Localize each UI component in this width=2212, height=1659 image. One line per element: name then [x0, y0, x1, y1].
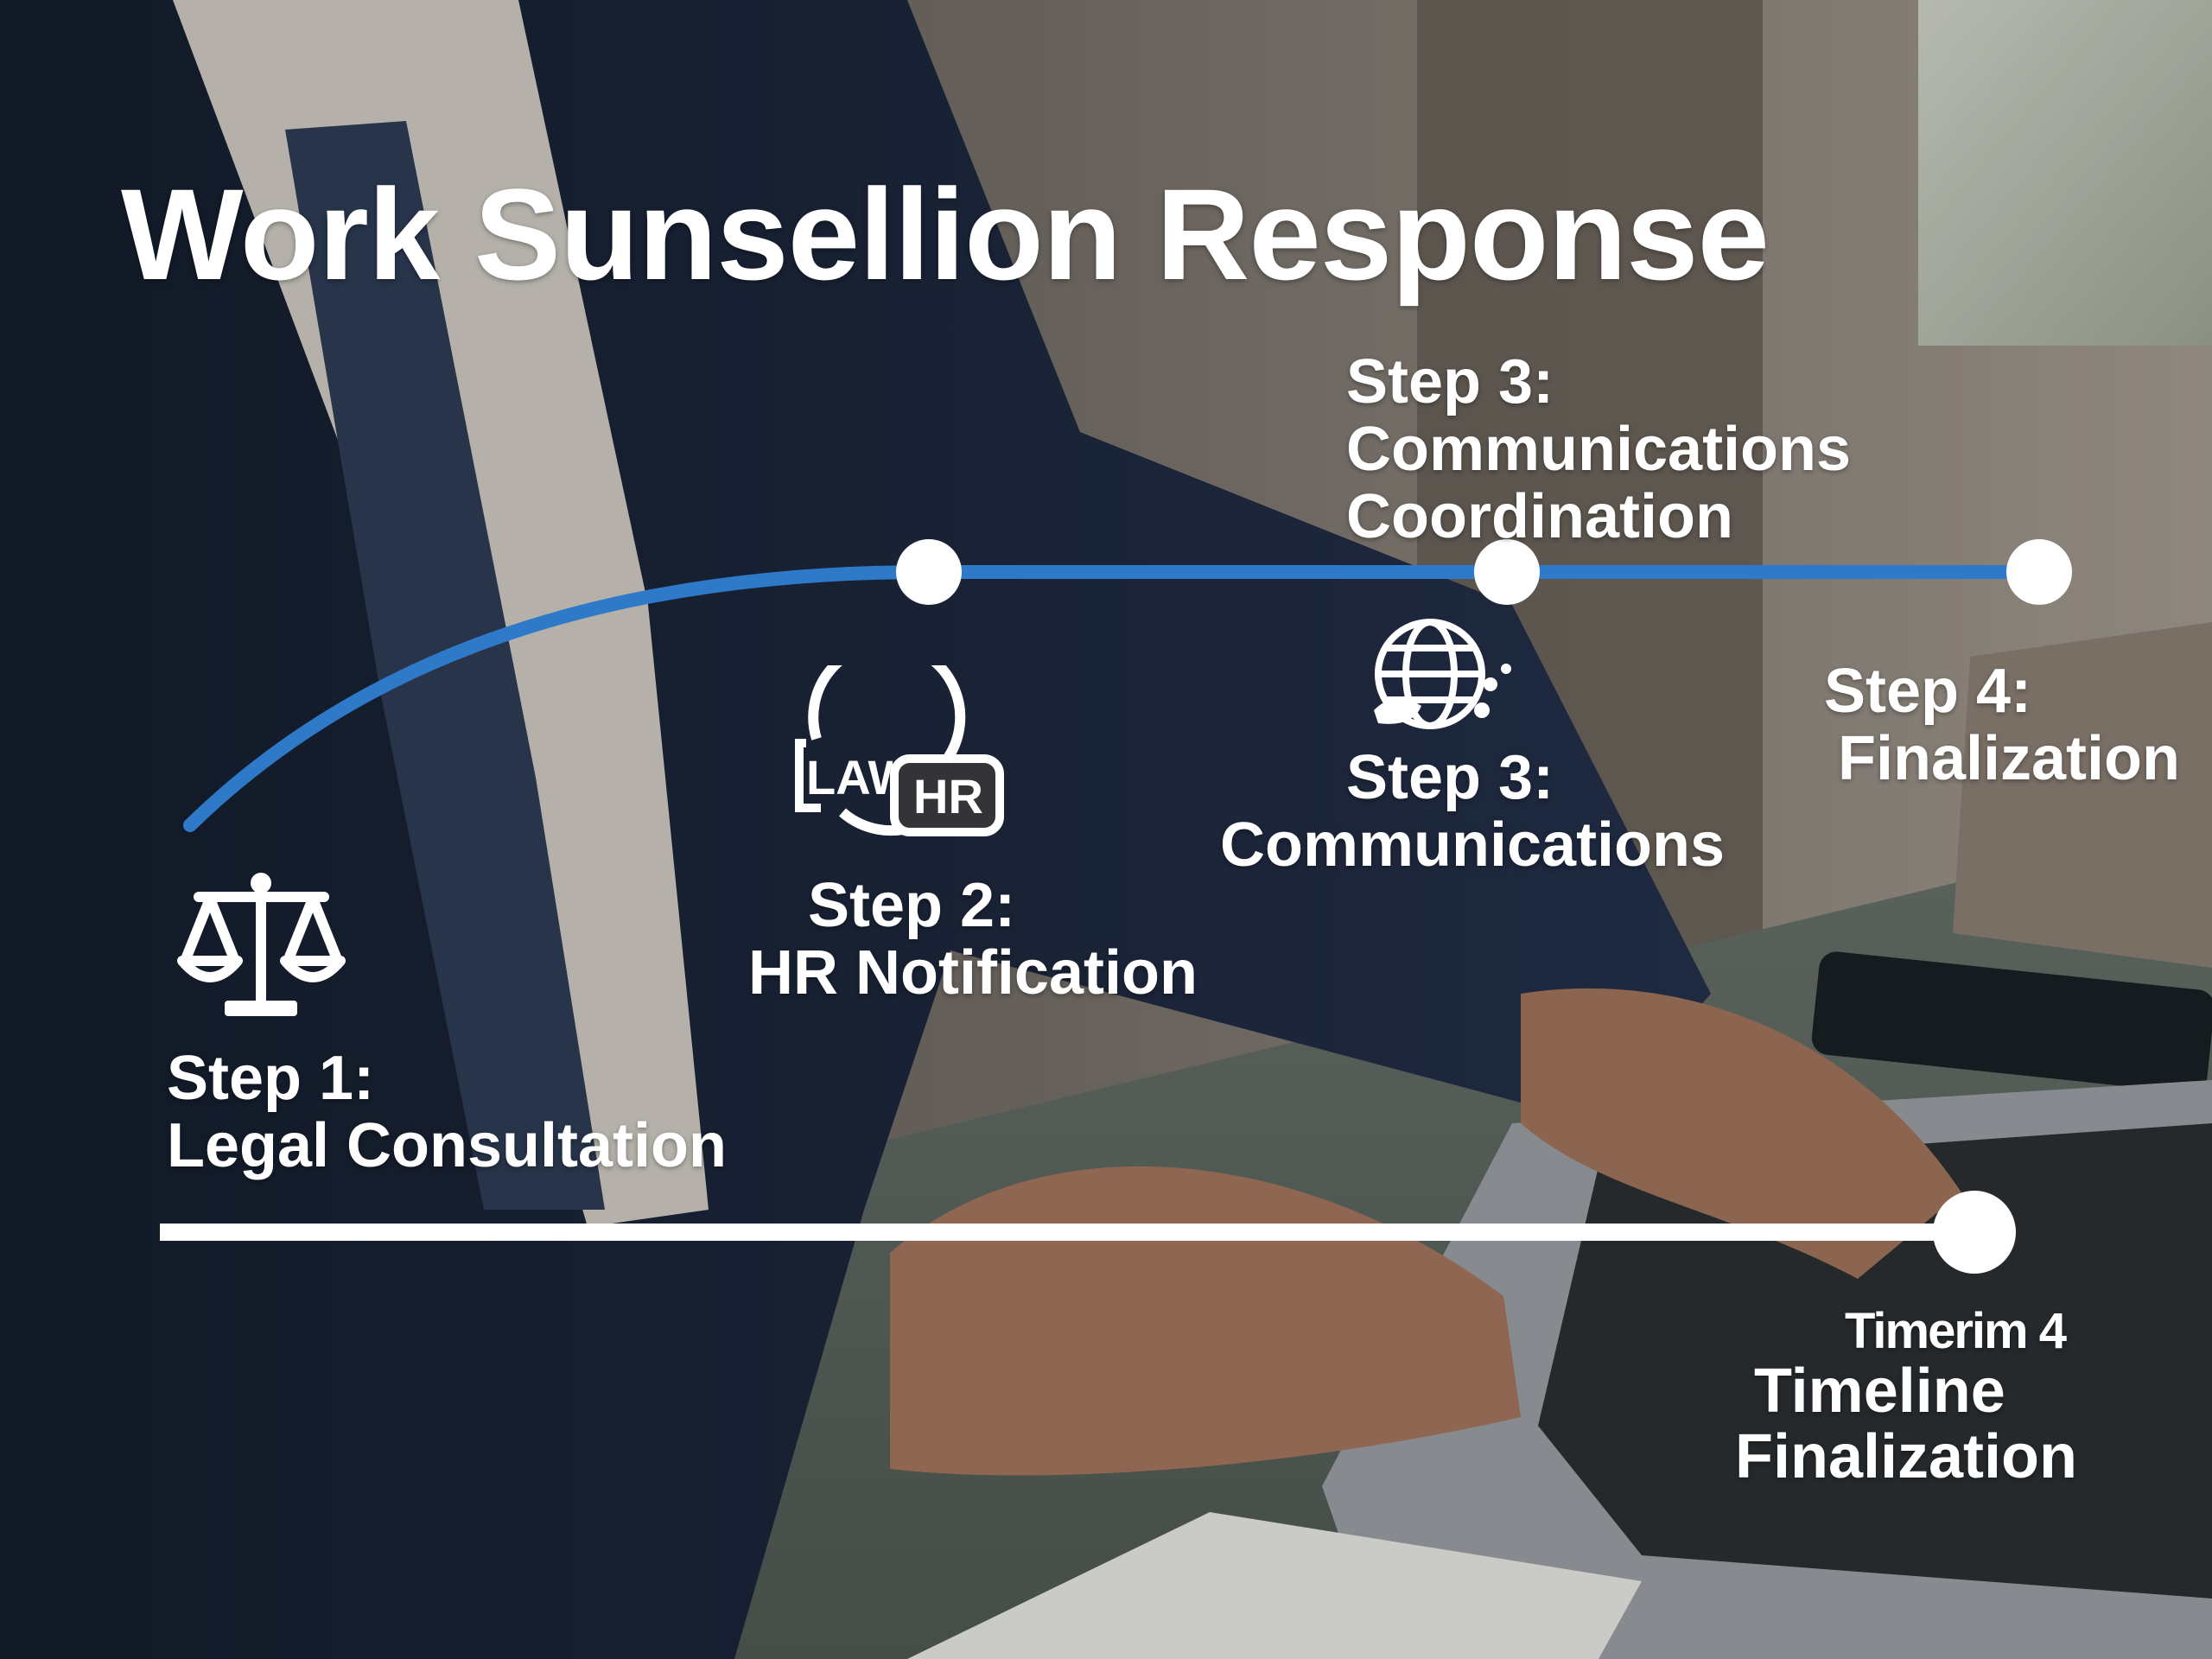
hr-icon-text: HR: [913, 769, 983, 823]
law-icon-text: LAW: [806, 752, 893, 804]
timeline-node-step4: [2006, 539, 2072, 605]
step3-upper-label: Step 3:: [1346, 347, 1554, 416]
timeline-end-line3: Finalization: [1735, 1422, 2077, 1491]
step4-name: Finalization: [1838, 724, 2180, 793]
timeline-node-step2: [896, 539, 962, 605]
step1-label: Step 1:: [167, 1044, 375, 1113]
step3-upper-line2: Communications: [1346, 415, 1852, 484]
scales-of-justice-icon: [177, 873, 346, 1016]
step1-name: Legal Consultation: [167, 1111, 727, 1180]
step3-label: Step 3:: [1346, 743, 1554, 812]
globe-icon: [1374, 619, 1511, 729]
timeline-end-label: Timerim 4: [1845, 1303, 2067, 1359]
page-title: Work Sunsellion Response: [121, 162, 1770, 307]
timeline-end-line2: Timeline: [1754, 1357, 2005, 1426]
law-hr-icon: LAW HR: [791, 665, 1007, 842]
step2-label: Step 2:: [808, 871, 1016, 940]
step4-label: Step 4:: [1824, 657, 2032, 726]
timeline-end-node: [1933, 1191, 2016, 1274]
step2-name: HR Notification: [748, 938, 1198, 1007]
step3-upper-line3: Coordination: [1346, 482, 1733, 551]
blue-timeline-curve: [183, 565, 2046, 832]
timeline-node-step3: [1474, 539, 1540, 605]
step3-name: Communications: [1220, 810, 1726, 880]
